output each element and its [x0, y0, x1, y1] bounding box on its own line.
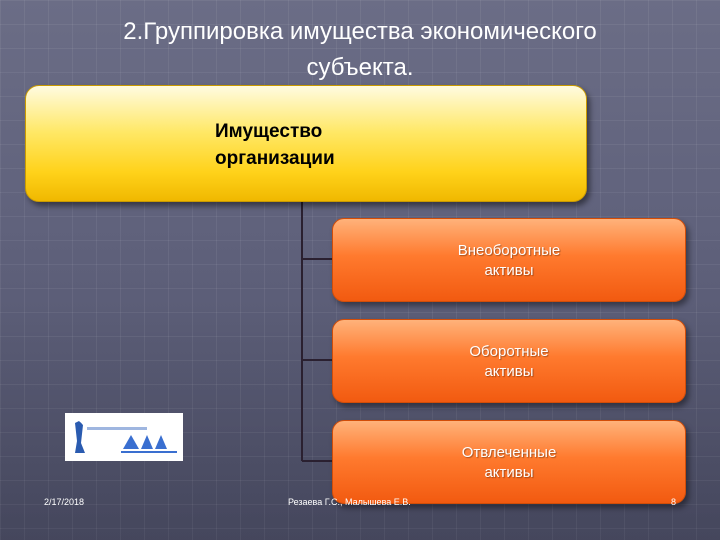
university-logo [65, 413, 183, 461]
slide-title: 2.Группировка имущества экономического с… [123, 18, 597, 81]
root-node-box [25, 85, 587, 202]
child-node-diverted-assets: Отвлеченные активы [332, 420, 686, 504]
footer-date: 2/17/2018 [44, 497, 85, 507]
child-node-label: Оборотные активы [469, 343, 549, 380]
child-node-label: Отвлеченные активы [461, 444, 557, 481]
logo-emblem-icon [69, 417, 179, 457]
child-node-noncurrent-assets: Внеоборотные активы [332, 218, 686, 302]
child-node-current-assets: Оборотные активы [332, 319, 686, 403]
footer-page-number: 8 [671, 497, 677, 507]
child-node-label: Внеоборотные активы [457, 242, 561, 279]
footer-authors: Резаева Г.С., Малышева Е.В. [288, 497, 411, 507]
root-node-label: Имущество организации [215, 121, 335, 169]
